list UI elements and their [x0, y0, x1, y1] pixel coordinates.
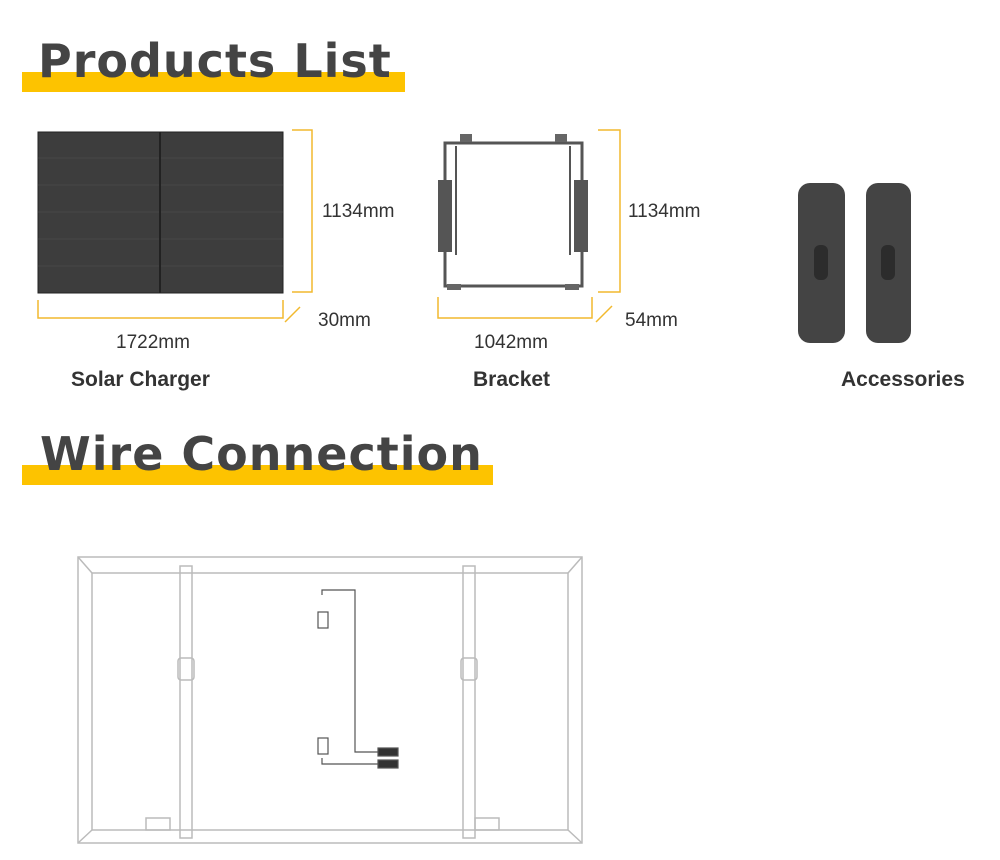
bracket-name: Bracket — [473, 368, 551, 391]
solar-charger-name: Solar Charger — [71, 368, 210, 391]
heading-underline — [22, 72, 405, 92]
accessories-image — [798, 183, 911, 343]
solar-depth-label: 30mm — [318, 310, 371, 331]
bracket-dimension-lines — [437, 129, 621, 323]
solar-width-label: 1722mm — [116, 332, 190, 353]
bracket-image — [438, 134, 588, 290]
solar-panel-image — [37, 131, 284, 294]
bracket-width-label: 1042mm — [474, 332, 548, 353]
wire-connection-diagram — [77, 556, 583, 844]
heading-underline — [22, 465, 493, 485]
products-list-heading: Products List — [22, 32, 405, 92]
heading-text: Products List — [38, 34, 392, 88]
heading-text: Wire Connection — [40, 427, 483, 481]
wire-connection-heading: Wire Connection — [22, 425, 493, 485]
bracket-height-label: 1134mm — [628, 201, 701, 222]
accessories-name: Accessories — [841, 368, 965, 391]
solar-dimension-lines — [37, 129, 313, 323]
solar-height-label: 1134mm — [322, 201, 395, 222]
bracket-depth-label: 54mm — [625, 310, 678, 331]
